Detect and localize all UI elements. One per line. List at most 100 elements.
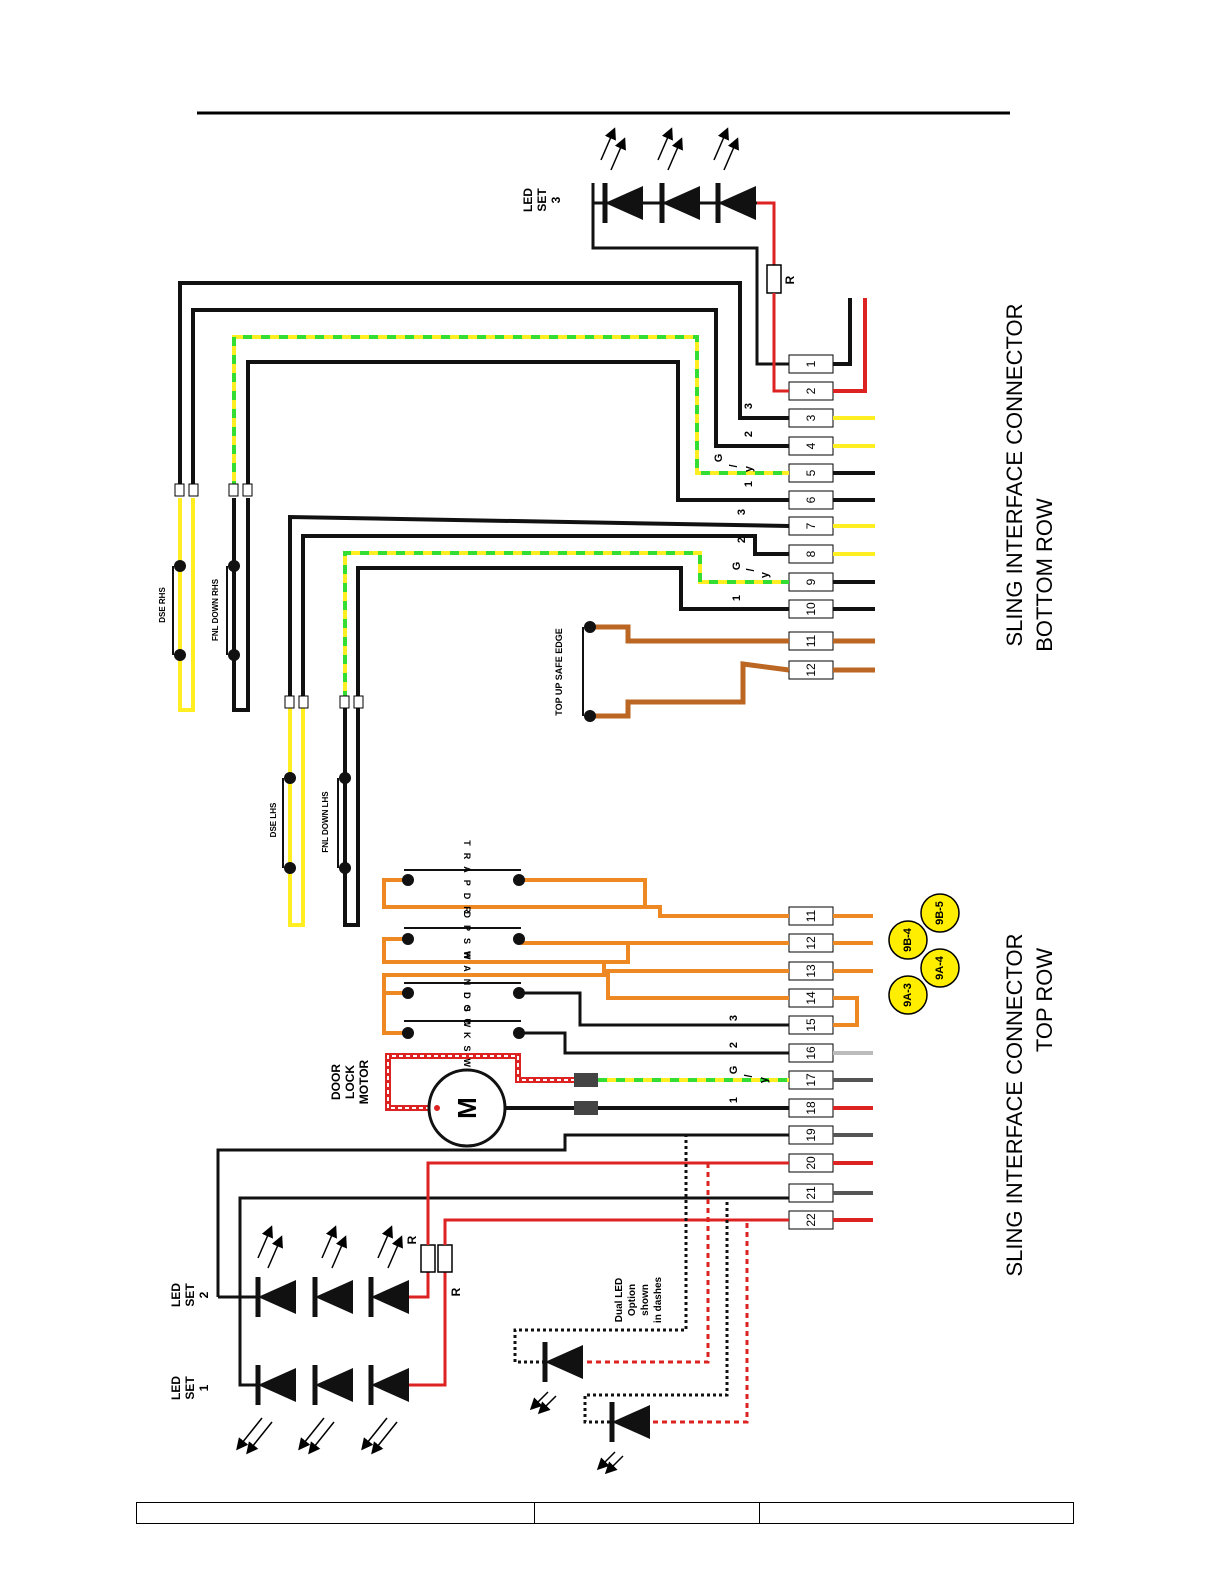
svg-text:21: 21 xyxy=(804,1186,818,1200)
dual-led-note: Dual LED Option shown in dashes xyxy=(614,1277,664,1324)
badge-9b-5: 9B-5 xyxy=(920,893,960,933)
connector-title-top-row: SLING INTERFACE CONNECTOR TOP ROW xyxy=(1002,933,1057,1276)
svg-text:12: 12 xyxy=(804,936,818,950)
pin-b1: 1 xyxy=(788,354,834,374)
pin-t15: 15 xyxy=(788,1015,834,1035)
svg-text:1: 1 xyxy=(743,481,755,487)
svg-text:2: 2 xyxy=(197,1291,211,1298)
led-diode xyxy=(368,1277,409,1317)
svg-text:Dual LED: Dual LED xyxy=(614,1278,625,1322)
pin-b4: 4 xyxy=(788,436,834,456)
bottom-connector-pins: 1 2 3 4 5 6 7 8 9 10 11 12 xyxy=(788,354,834,680)
svg-text:LED: LED xyxy=(169,1283,183,1307)
svg-text:SLING INTERFACE CONNECTOR: SLING INTERFACE CONNECTOR xyxy=(1002,933,1027,1276)
fnl-down-lhs-label: FNL DOWN LHS xyxy=(321,791,330,853)
locksw-switch xyxy=(402,1020,789,1055)
svg-text:11: 11 xyxy=(804,634,818,647)
svg-text:4: 4 xyxy=(804,442,818,449)
badge-9a-4: 9A-4 xyxy=(920,948,960,988)
light-arrows-icon xyxy=(236,1417,398,1455)
svg-text:1: 1 xyxy=(731,595,743,601)
footer-table xyxy=(136,1502,1074,1524)
svg-text:LOCK: LOCK xyxy=(343,1065,357,1099)
pin-t22: 22 xyxy=(788,1210,834,1230)
svg-text:22: 22 xyxy=(804,1213,818,1227)
wire-annotations-bottom: 3 2 G / y 1 3 2 G / y 1 xyxy=(713,403,771,601)
badge-group: 9A-3 9B-4 9A-4 9B-5 xyxy=(888,893,960,1015)
svg-text:y: y xyxy=(758,1076,770,1083)
svg-text:BOTTOM ROW: BOTTOM ROW xyxy=(1032,498,1057,652)
led-diode xyxy=(715,183,756,223)
svg-text:3: 3 xyxy=(736,509,748,515)
svg-text:3: 3 xyxy=(743,403,755,409)
svg-text:9: 9 xyxy=(804,578,818,585)
pin-b3: 3 xyxy=(788,408,834,428)
svg-text:LED: LED xyxy=(169,1376,183,1400)
svg-text:SET: SET xyxy=(183,1283,197,1307)
svg-text:2: 2 xyxy=(743,431,755,437)
dse-rhs-label: DSE RHS xyxy=(158,587,167,623)
led-diode xyxy=(368,1365,409,1405)
svg-text:SLING INTERFACE CONNECTOR: SLING INTERFACE CONNECTOR xyxy=(1002,303,1027,646)
dse-rhs-loop xyxy=(172,281,789,712)
pin-t11: 11 xyxy=(788,906,834,926)
led-diode xyxy=(609,1402,650,1442)
led-diode xyxy=(312,1365,353,1405)
svg-text:1: 1 xyxy=(728,1097,740,1103)
pin-t16: 16 xyxy=(788,1043,834,1063)
svg-text:y: y xyxy=(743,465,755,472)
resistor-led-set-1 xyxy=(437,1244,453,1273)
led-set-1-label: LED SET 1 xyxy=(169,1376,211,1400)
svg-text:11: 11 xyxy=(804,909,818,922)
pin-b7: 7 xyxy=(788,516,834,536)
svg-text:SET: SET xyxy=(183,1376,197,1400)
resistor-led-set-3 xyxy=(766,264,782,294)
pin-t18: 18 xyxy=(788,1098,834,1118)
door-lock-motor xyxy=(385,1053,789,1148)
pin-t12: 12 xyxy=(788,933,834,953)
svg-text:MOTOR: MOTOR xyxy=(357,1059,371,1104)
svg-text:/: / xyxy=(745,568,757,571)
pin-t21: 21 xyxy=(788,1183,834,1203)
pin-b6: 6 xyxy=(788,490,834,510)
pin-t14: 14 xyxy=(788,988,834,1008)
svg-text:2: 2 xyxy=(728,1042,740,1048)
wire-annotations-top: 3 2 G / y 1 xyxy=(728,1015,770,1103)
light-arrows-icon xyxy=(600,127,739,171)
svg-text:/: / xyxy=(728,464,740,467)
resistor-label-led-set-2: R xyxy=(405,1235,419,1244)
svg-text:12: 12 xyxy=(804,663,818,677)
dse-lhs-loop xyxy=(282,514,790,927)
pin-t13: 13 xyxy=(788,961,834,981)
led-diode xyxy=(542,1342,583,1382)
svg-text:19: 19 xyxy=(804,1128,818,1142)
light-arrows-icon xyxy=(529,1391,624,1475)
pin-t19: 19 xyxy=(788,1125,834,1145)
svg-text:3: 3 xyxy=(804,414,818,421)
svg-text:17: 17 xyxy=(804,1073,818,1087)
svg-text:20: 20 xyxy=(804,1156,818,1170)
dpsw-label: DPSW xyxy=(462,912,472,967)
svg-text:Option: Option xyxy=(627,1284,638,1316)
dse-lhs-label: DSE LHS xyxy=(269,802,278,837)
pin-b12: 12 xyxy=(788,660,834,680)
svg-text:/: / xyxy=(743,1074,755,1077)
led-diode xyxy=(659,183,700,223)
svg-text:in dashes: in dashes xyxy=(653,1277,664,1324)
footer-cell xyxy=(760,1503,1073,1523)
svg-text:2: 2 xyxy=(736,537,748,543)
led-set-1 xyxy=(236,1218,789,1455)
svg-text:G: G xyxy=(728,1066,740,1075)
svg-text:3: 3 xyxy=(549,196,563,203)
svg-text:G: G xyxy=(731,562,743,571)
svg-text:10: 10 xyxy=(804,602,818,616)
bottom-connector-stubs xyxy=(833,298,875,673)
svg-text:14: 14 xyxy=(804,991,818,1005)
top-connector-pins: 11 12 13 14 15 16 17 18 19 20 21 22 xyxy=(788,906,834,1230)
pin-b2: 2 xyxy=(788,381,834,401)
svg-text:shown: shown xyxy=(640,1284,651,1316)
svg-text:y: y xyxy=(759,571,771,578)
handsw-label: HANDSW xyxy=(462,952,472,1035)
pin-b9: 9 xyxy=(788,572,834,592)
